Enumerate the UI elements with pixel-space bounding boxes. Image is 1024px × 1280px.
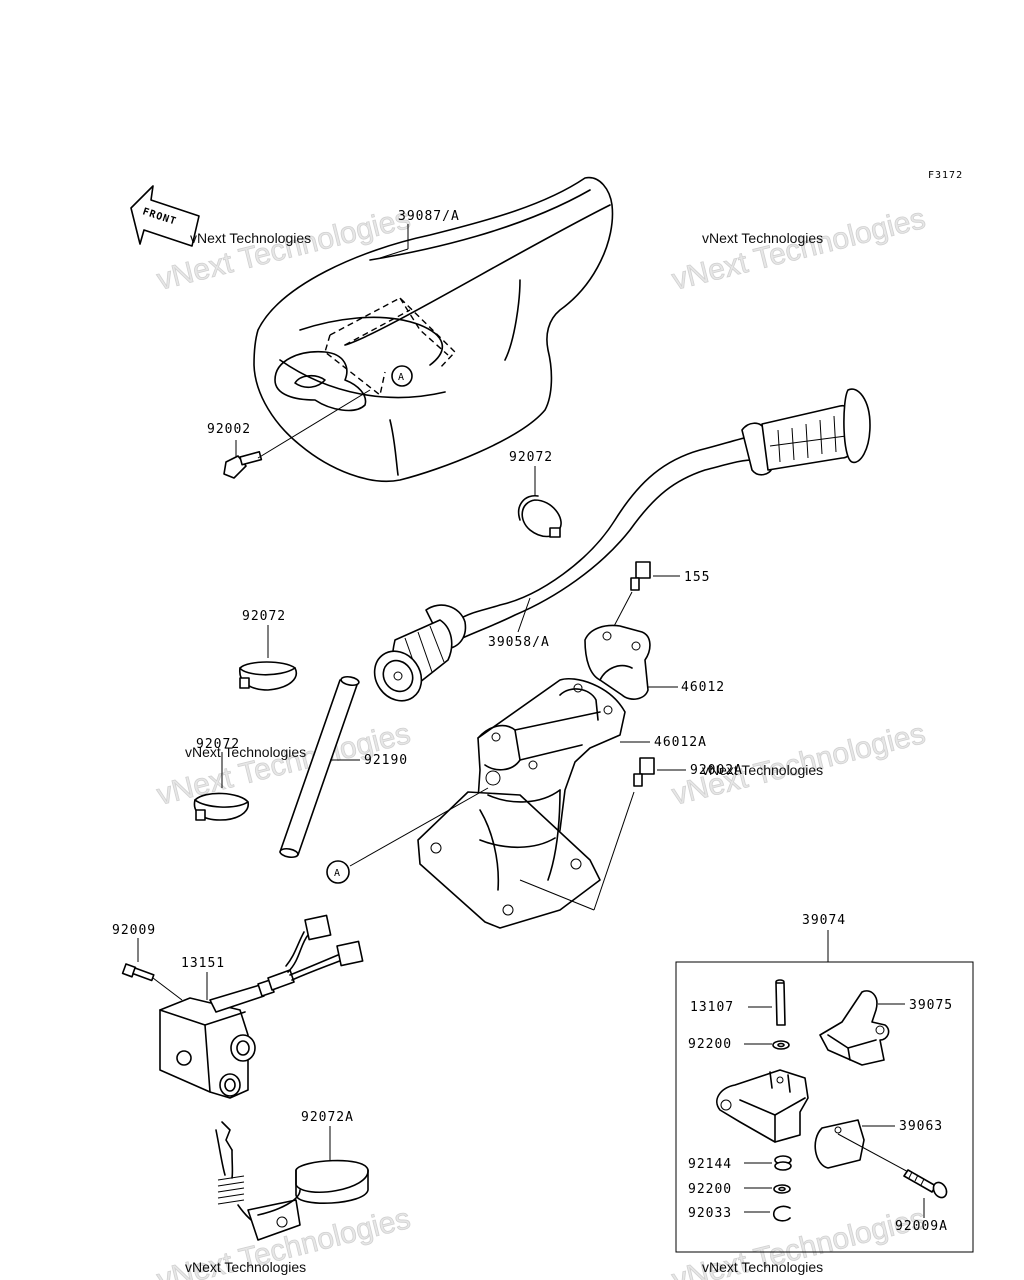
band-92072-top-icon bbox=[518, 495, 562, 538]
label-46012a: 46012A bbox=[654, 735, 707, 750]
label-39074: 39074 bbox=[802, 913, 846, 928]
spring-92144-icon bbox=[774, 1155, 792, 1171]
label-13151: 13151 bbox=[181, 956, 225, 971]
band-92072-mid-icon bbox=[239, 661, 297, 691]
pin-13107-icon bbox=[775, 979, 786, 1026]
washer-92200-bottom-icon bbox=[773, 1184, 791, 1194]
washer-92200-top-icon bbox=[772, 1040, 790, 1050]
front-arrow-icon: FRONT bbox=[130, 185, 200, 247]
label-92009a: 92009A bbox=[895, 1219, 948, 1234]
label-92190: 92190 bbox=[364, 753, 408, 768]
handle-cover bbox=[253, 176, 614, 482]
watermark-text: vNext Technologies bbox=[702, 1259, 823, 1275]
svg-text:vNext Technologies: vNext Technologies bbox=[669, 202, 929, 297]
label-92009: 92009 bbox=[112, 923, 156, 938]
clip-92033-icon bbox=[772, 1205, 791, 1222]
callout-a-bottom: A bbox=[326, 860, 350, 884]
band-92072-low-icon bbox=[193, 792, 249, 821]
watermark-text: vNext Technologies bbox=[702, 230, 823, 246]
label-92002: 92002 bbox=[207, 422, 251, 437]
label-92072-mid: 92072 bbox=[242, 609, 286, 624]
label-92002a: 92002A bbox=[690, 763, 743, 778]
label-92033: 92033 bbox=[688, 1206, 732, 1221]
watermark-text: vNext Technologies bbox=[702, 762, 823, 778]
bolt-155-icon bbox=[630, 561, 651, 591]
screw-92009a-icon bbox=[903, 1169, 948, 1199]
label-13107: 13107 bbox=[690, 1000, 734, 1015]
figure-reference: F3172 bbox=[928, 170, 963, 181]
handlebar bbox=[373, 388, 871, 702]
throttle-housing bbox=[716, 1069, 809, 1143]
label-92200-top: 92200 bbox=[688, 1037, 732, 1052]
lever-39075 bbox=[819, 990, 890, 1066]
tube-92190 bbox=[279, 675, 360, 859]
label-39075: 39075 bbox=[909, 998, 953, 1013]
label-39063: 39063 bbox=[899, 1119, 943, 1134]
band-92072a-icon bbox=[215, 1121, 369, 1241]
label-39087: 39087/A bbox=[398, 209, 460, 224]
label-92144: 92144 bbox=[688, 1157, 732, 1172]
label-92072-top: 92072 bbox=[509, 450, 553, 465]
watermark-text: vNext Technologies bbox=[190, 230, 311, 246]
screw-92009-icon bbox=[121, 963, 155, 982]
holder-46012 bbox=[584, 624, 651, 700]
svg-text:A: A bbox=[334, 868, 341, 879]
holder-46012a bbox=[417, 678, 626, 929]
watermark-text: vNext Technologies bbox=[185, 1259, 306, 1275]
case-39063 bbox=[814, 1119, 865, 1169]
label-92072-low: 92072 bbox=[196, 737, 240, 752]
label-92072a: 92072A bbox=[301, 1110, 354, 1125]
svg-text:A: A bbox=[398, 372, 405, 383]
watermark-text: vNext Technologies bbox=[185, 744, 306, 760]
label-46012: 46012 bbox=[681, 680, 725, 695]
callout-a-top: A bbox=[391, 365, 413, 387]
label-39058: 39058/A bbox=[488, 635, 550, 650]
assembly-39074-box bbox=[675, 961, 974, 1253]
label-155: 155 bbox=[684, 570, 710, 585]
bolt-92002-icon bbox=[223, 451, 263, 479]
switch-13151 bbox=[159, 914, 364, 1099]
label-92200-bottom: 92200 bbox=[688, 1182, 732, 1197]
bolt-92002a-icon bbox=[633, 757, 655, 787]
